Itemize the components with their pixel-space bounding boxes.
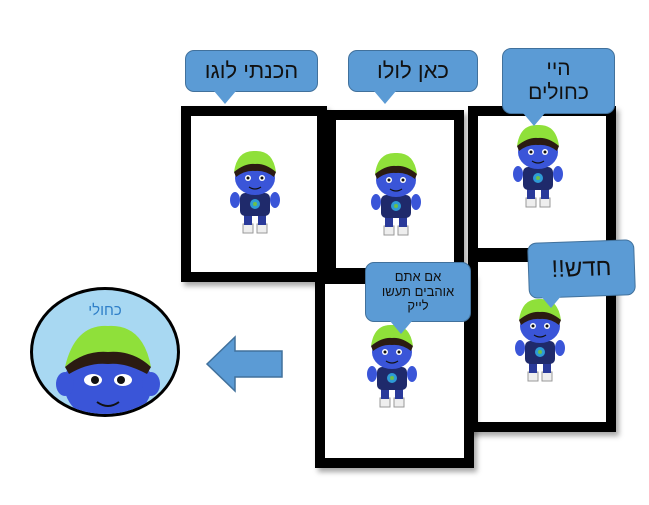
bubble-tail	[214, 91, 236, 104]
bubble-text: חדש!!	[551, 254, 612, 284]
panel-1	[181, 106, 327, 282]
bubble-text: היי כחולים	[528, 56, 589, 104]
speech-bubble-logo: הכנתי לוגו	[185, 50, 318, 92]
character	[362, 322, 422, 412]
speech-bubble-like: אם אתם אוהבים תעשו לייק	[365, 262, 471, 322]
speech-bubble-lulu: כאן לולו	[348, 50, 478, 92]
character	[508, 122, 568, 212]
bubble-tail	[390, 321, 412, 334]
bubble-tail	[540, 295, 562, 308]
bubble-tail	[523, 113, 545, 126]
bubble-text: כאן לולו	[377, 58, 449, 84]
character	[366, 150, 426, 240]
bubble-tail	[374, 91, 396, 104]
profile-avatar: כחולי	[30, 287, 180, 417]
profile-label: כחולי	[88, 302, 122, 319]
speech-bubble-new: חדש!!	[527, 239, 636, 299]
character	[225, 148, 285, 238]
character-face	[56, 325, 160, 414]
bubble-text: אם אתם אוהבים תעשו לייק	[381, 268, 455, 314]
character	[510, 296, 570, 386]
bubble-text: הכנתי לוגו	[204, 58, 299, 84]
left-arrow-icon	[205, 335, 283, 393]
speech-bubble-hey: היי כחולים	[502, 48, 615, 114]
